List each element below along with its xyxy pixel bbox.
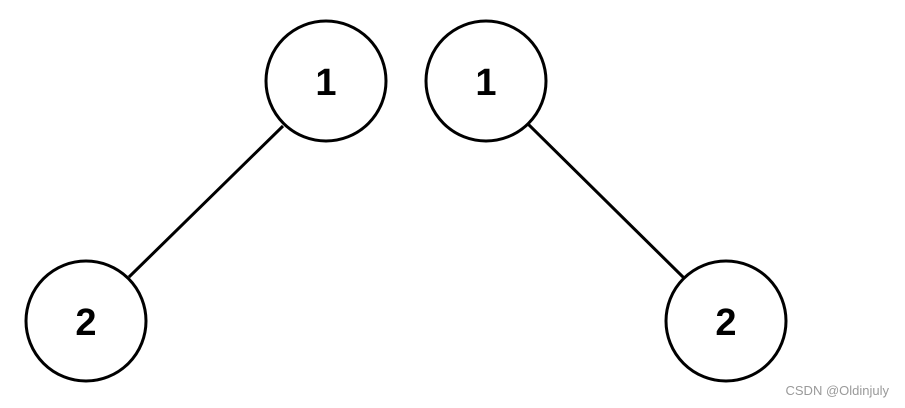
tree-left: 1 2 xyxy=(24,19,388,383)
node-label: 1 xyxy=(475,62,496,104)
watermark: CSDN @Oldinjuly xyxy=(785,383,890,398)
tree-right-edge xyxy=(526,122,686,280)
tree-left-root-node: 1 xyxy=(264,19,388,143)
node-label: 2 xyxy=(75,302,96,344)
tree-right-child-node: 2 xyxy=(664,259,788,383)
tree-right-root-node: 1 xyxy=(424,19,548,143)
tree-right: 1 2 xyxy=(424,19,788,383)
node-label: 2 xyxy=(715,302,736,344)
node-label: 1 xyxy=(315,62,336,104)
tree-left-child-node: 2 xyxy=(24,259,148,383)
tree-left-edge xyxy=(127,124,285,279)
